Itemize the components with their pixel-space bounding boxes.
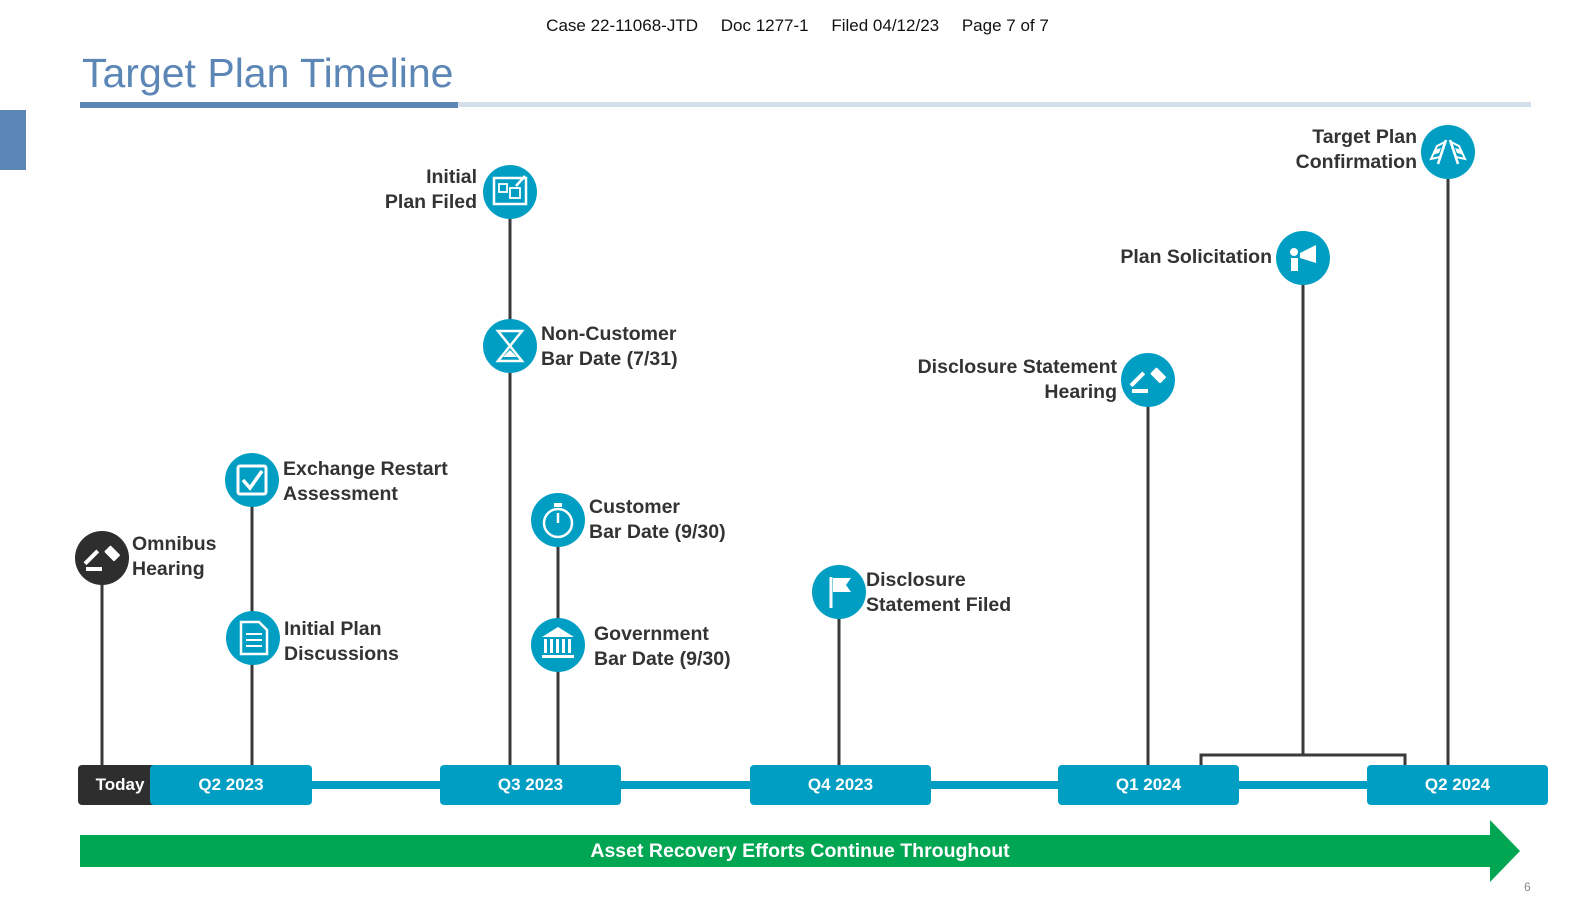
page-indicator: Page 7 of 7	[961, 16, 1049, 35]
label-target-plan-confirmation: Target Plan Confirmation	[1295, 126, 1417, 173]
megaphone-icon	[1276, 231, 1330, 285]
quarter-q2-2024: Q2 2024	[1367, 765, 1548, 805]
label-plan-solicitation: Plan Solicitation	[1120, 246, 1272, 268]
quarter-q3-2023: Q3 2023	[440, 765, 621, 805]
today-marker: Today	[78, 765, 162, 805]
gavel-icon	[1121, 353, 1175, 407]
title-rule	[80, 102, 1531, 107]
stopwatch-icon	[531, 493, 585, 547]
label-initial-plan-filed: Initial Plan Filed	[384, 166, 477, 213]
label-omnibus-hearing: Omnibus Hearing	[132, 533, 217, 580]
label-disclosure-statement-hearing: Disclosure Statement Hearing	[917, 356, 1117, 403]
label-non-customer-bar-date: Non-Customer Bar Date (7/31)	[541, 323, 678, 370]
gavel-icon	[75, 531, 129, 585]
label-disclosure-statement-filed: Disclosure Statement Filed	[866, 569, 1012, 616]
quarter-q4-2023: Q4 2023	[750, 765, 931, 805]
label-exchange-restart: Exchange Restart Assessment	[283, 458, 448, 505]
solicitation-bracket	[1199, 753, 1407, 765]
label-government-bar-date: Government Bar Date (9/30)	[594, 623, 731, 670]
asset-recovery-arrow	[80, 820, 1520, 882]
label-customer-bar-date: Customer Bar Date (9/30)	[589, 496, 726, 543]
blueprint-icon	[483, 165, 537, 219]
quarter-q1-2024: Q1 2024	[1058, 765, 1239, 805]
case-number: Case 22-11068-JTD	[546, 16, 698, 35]
quarter-q2-2023: Q2 2023	[150, 765, 312, 805]
checkered-flags-icon	[1421, 125, 1475, 179]
milestone-stems	[100, 175, 1450, 765]
doc-number: Doc 1277-1	[720, 16, 809, 35]
government-building-icon	[531, 618, 585, 672]
flag-icon	[812, 565, 866, 619]
filed-date: Filed 04/12/23	[831, 16, 940, 35]
page-title: Target Plan Timeline	[82, 50, 454, 96]
side-tab	[0, 110, 26, 170]
title-rule-accent	[80, 102, 458, 108]
hourglass-icon	[483, 319, 537, 373]
checkbox-icon	[225, 453, 279, 507]
asset-recovery-banner: Asset Recovery Efforts Continue Througho…	[590, 840, 1010, 862]
document-icon	[226, 611, 280, 665]
page-number: 6	[1524, 880, 1531, 894]
label-initial-plan-discussions: Initial Plan Discussions	[284, 618, 399, 665]
document-header: Case 22-11068-JTD Doc 1277-1 Filed 04/12…	[0, 16, 1595, 36]
